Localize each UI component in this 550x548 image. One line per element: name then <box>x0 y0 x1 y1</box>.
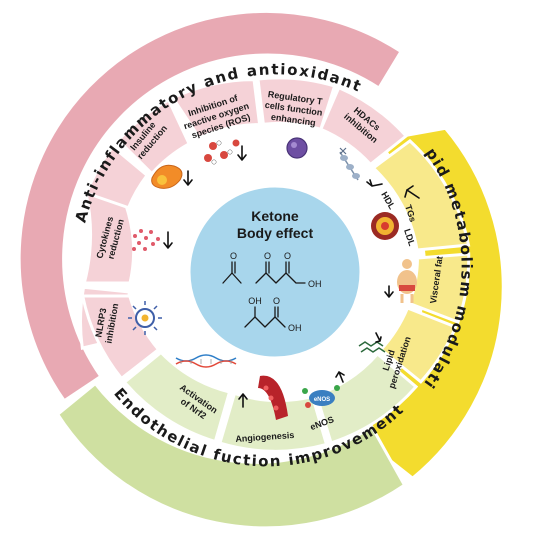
segment-visceral <box>407 252 471 324</box>
ros-molecules-icon <box>204 139 240 165</box>
blood-vessel-icon <box>258 375 288 420</box>
insuline-down-arrow <box>183 170 193 186</box>
angiogenesis-up-arrow <box>238 393 248 408</box>
t-cell-highlight <box>291 142 297 148</box>
inner-ring <box>79 76 471 453</box>
overweight-person-icon <box>397 259 417 303</box>
acetoacetate-oxygen-1: O <box>264 251 271 261</box>
artery-cross-section-icon <box>371 212 399 240</box>
t-cell-icon <box>286 137 308 159</box>
acetoacetate-oxygen-2: O <box>284 251 291 261</box>
tgs-down-arrow <box>404 185 420 199</box>
segment-enos <box>314 351 419 445</box>
hdl-up-arrow <box>366 179 383 187</box>
angiogenesis-label: Angiogenesis <box>235 430 295 444</box>
visceral-down-arrow <box>384 285 394 298</box>
bhb-hydroxyl-1: OH <box>248 296 262 306</box>
lipid-perox-down-arrow <box>375 332 382 343</box>
inflammasome-icon <box>128 301 162 335</box>
endothelial-sector <box>55 381 407 530</box>
segment-angiogenesis <box>218 391 329 453</box>
enos-up-arrow <box>335 371 345 383</box>
cytokines-down-arrow <box>163 231 173 249</box>
lipid-chain-icon <box>358 341 386 353</box>
acetoacetate-hydroxyl: OH <box>308 279 322 289</box>
center-title-line1: Ketone <box>251 208 299 224</box>
segment-nlrp3-lower <box>80 294 161 381</box>
cytokines-dots-icon <box>132 229 160 251</box>
segment-nrf2 <box>122 350 232 444</box>
dna-helix-icon <box>175 354 237 368</box>
segment-lipid-perox <box>378 306 458 384</box>
bhb-oxygen: O <box>273 296 280 306</box>
acetoacetate-structure: O O OH <box>255 251 322 289</box>
segment-cytokines-2 <box>82 190 136 285</box>
anti-inflammatory-sector <box>17 9 404 403</box>
pancreas-icon <box>151 164 183 189</box>
segment-insuline <box>116 97 192 176</box>
angiogenesis-segment-content: Angiogenesis <box>235 375 295 444</box>
acetone-oxygen-label: O <box>230 251 237 261</box>
enos-badge: eNOS <box>314 397 330 403</box>
center-circle <box>187 184 363 360</box>
center-title-line2: Body effect <box>237 225 314 241</box>
ros-down-arrow <box>237 145 247 161</box>
bhb-structure: OH O OH <box>244 296 302 333</box>
acetone-structure: O <box>222 251 242 284</box>
segment-hdac <box>318 85 409 167</box>
bhb-hydroxyl-2: OH <box>288 323 302 333</box>
segment-treg <box>256 76 337 132</box>
enos-enzyme-icon: eNOS <box>302 385 340 408</box>
segment-lipid-tgs <box>370 138 471 252</box>
segment-ros <box>170 78 262 140</box>
chromatin-icon <box>339 147 360 181</box>
